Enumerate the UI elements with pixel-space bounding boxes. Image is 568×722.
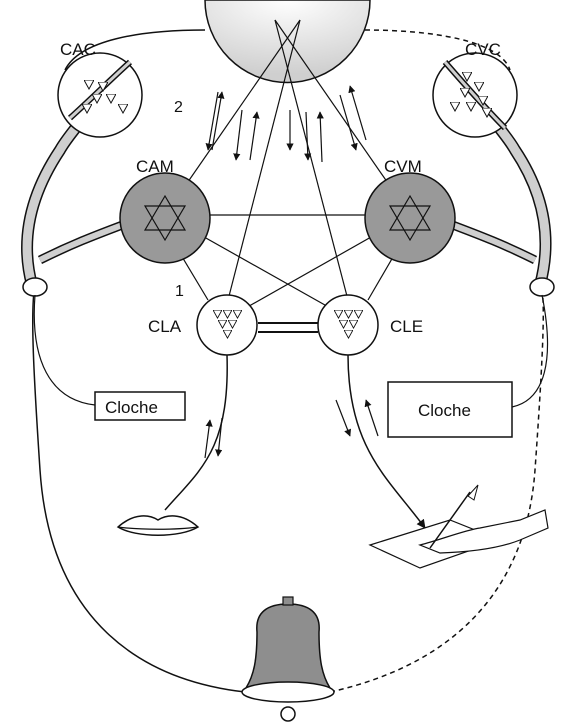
label-cvc: CVC xyxy=(465,40,501,59)
speech-path xyxy=(165,355,227,510)
label-cam: CAM xyxy=(136,157,174,176)
center-connections xyxy=(165,20,410,332)
node-cle: CLE xyxy=(318,295,423,355)
bell-icon xyxy=(242,597,334,721)
cloche-left-label: Cloche xyxy=(105,398,158,417)
node-cac: CAC xyxy=(58,40,142,137)
node-cam: CAM xyxy=(120,157,210,263)
cloche-left: Cloche xyxy=(34,295,185,420)
flow-arrows xyxy=(208,86,366,162)
label-cle: CLE xyxy=(390,317,423,336)
node-cvc: CVC xyxy=(433,40,517,137)
lips-icon xyxy=(118,516,198,535)
label-cac: CAC xyxy=(60,40,96,59)
number-1: 1 xyxy=(175,283,184,300)
writing-hand-icon xyxy=(370,485,548,568)
label-cvm: CVM xyxy=(384,157,422,176)
node-cvm: CVM xyxy=(365,157,455,263)
number-2: 2 xyxy=(174,99,183,116)
cloche-right-label: Cloche xyxy=(418,401,471,420)
label-cla: CLA xyxy=(148,317,182,336)
node-cla: CLA xyxy=(148,295,257,355)
writing-path xyxy=(336,355,425,528)
